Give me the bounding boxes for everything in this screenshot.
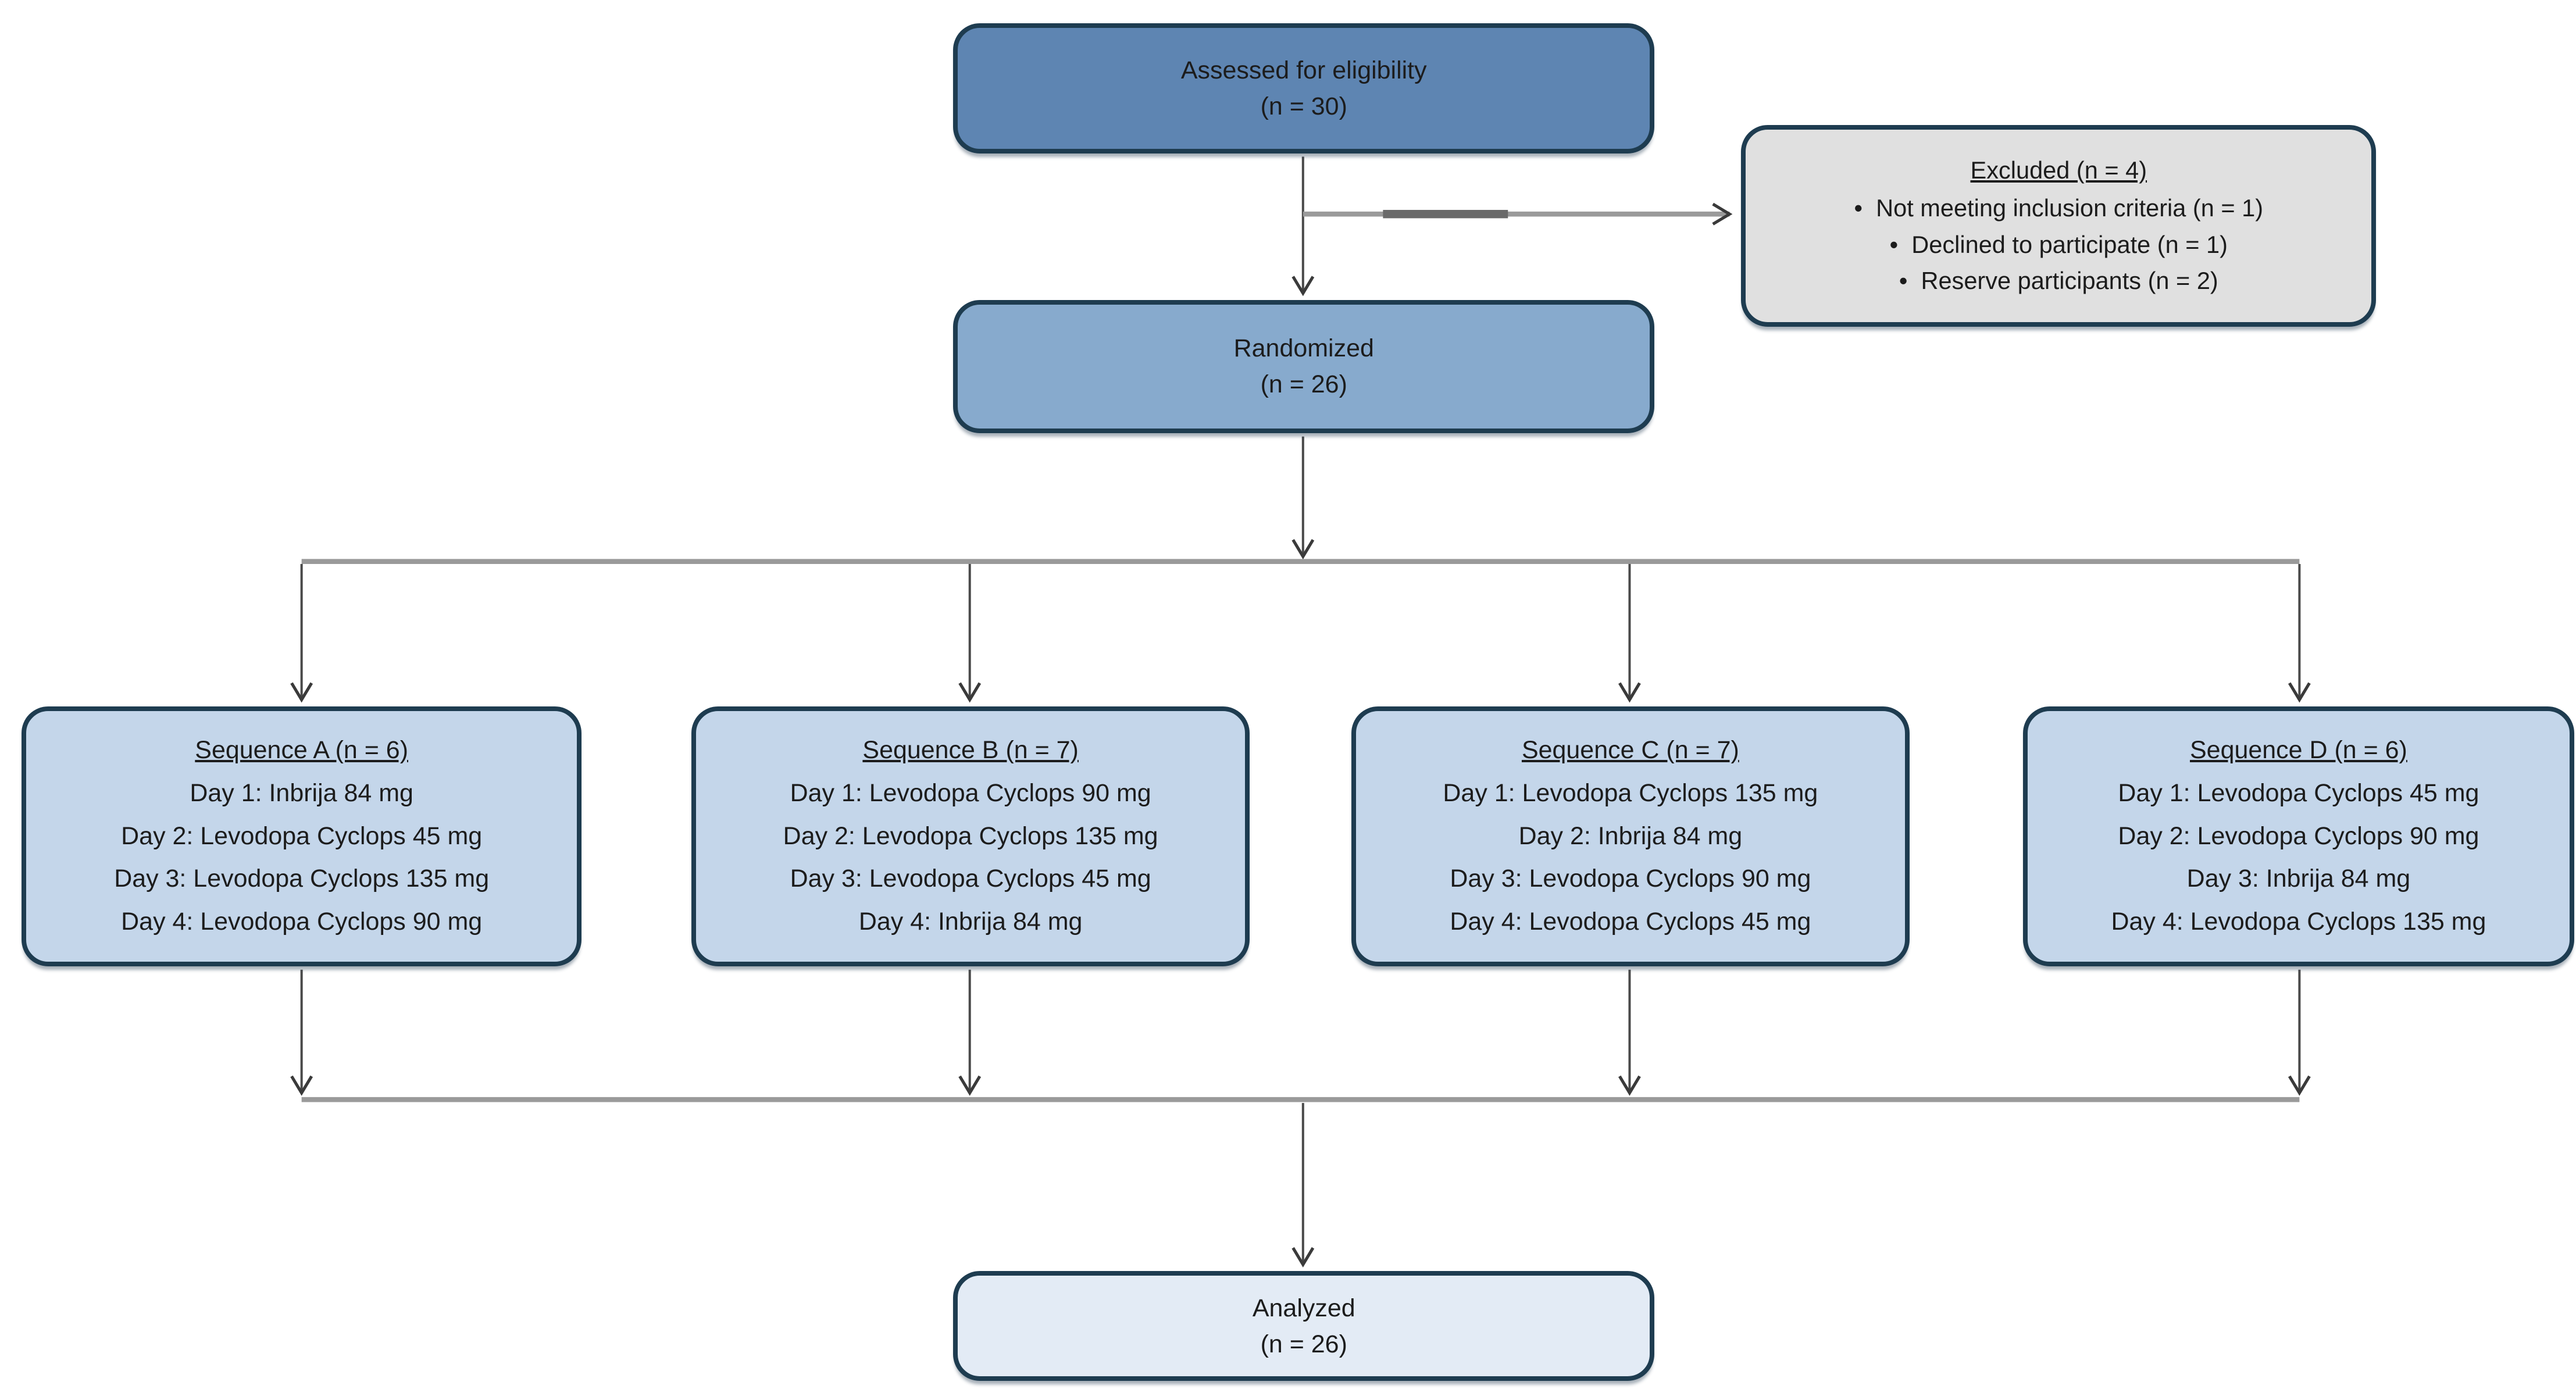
sequence-b-day2: Day 2: Levodopa Cyclops 135 mg bbox=[783, 822, 1158, 850]
sequence-d-day1: Day 1: Levodopa Cyclops 45 mg bbox=[2118, 779, 2479, 807]
excluded-item: Declined to participate (n = 1) bbox=[1759, 227, 2358, 263]
sequence-c-title: Sequence C (n = 7) bbox=[1521, 736, 1739, 764]
excluded-box: Excluded (n = 4) Not meeting inclusion c… bbox=[1741, 124, 2377, 327]
sequence-c-day4: Day 4: Levodopa Cyclops 45 mg bbox=[1450, 908, 1811, 936]
sequence-a-day1: Day 1: Inbrija 84 mg bbox=[190, 779, 413, 807]
sequence-b-day4: Day 4: Inbrija 84 mg bbox=[858, 908, 1083, 936]
sequence-d-title: Sequence D (n = 6) bbox=[2190, 736, 2407, 764]
sequence-a-day3: Day 3: Levodopa Cyclops 135 mg bbox=[114, 865, 490, 893]
randomized-count: (n = 26) bbox=[1260, 370, 1347, 399]
excluded-item: Reserve participants (n = 2) bbox=[1759, 263, 2358, 299]
analyzed-label: Analyzed bbox=[1252, 1294, 1355, 1322]
assessed-box: Assessed for eligibility (n = 30) bbox=[953, 23, 1655, 153]
sequence-a-box: Sequence A (n = 6) Day 1: Inbrija 84 mg … bbox=[22, 706, 582, 966]
sequence-b-title: Sequence B (n = 7) bbox=[862, 736, 1079, 764]
assessed-count: (n = 30) bbox=[1260, 92, 1347, 120]
sequence-d-day4: Day 4: Levodopa Cyclops 135 mg bbox=[2111, 908, 2486, 936]
analyzed-box: Analyzed (n = 26) bbox=[953, 1271, 1655, 1381]
sequence-d-day3: Day 3: Inbrija 84 mg bbox=[2186, 865, 2411, 893]
sequence-c-day3: Day 3: Levodopa Cyclops 90 mg bbox=[1450, 865, 1811, 893]
sequence-b-day1: Day 1: Levodopa Cyclops 90 mg bbox=[790, 779, 1151, 807]
excluded-title: Excluded (n = 4) bbox=[1970, 156, 2147, 184]
sequence-b-day3: Day 3: Levodopa Cyclops 45 mg bbox=[790, 865, 1151, 893]
sequence-a-day2: Day 2: Levodopa Cyclops 45 mg bbox=[121, 822, 483, 850]
sequence-d-day2: Day 2: Levodopa Cyclops 90 mg bbox=[2118, 822, 2479, 850]
sequence-c-box: Sequence C (n = 7) Day 1: Levodopa Cyclo… bbox=[1351, 706, 1910, 966]
excluded-item: Not meeting inclusion criteria (n = 1) bbox=[1759, 190, 2358, 226]
sequence-a-day4: Day 4: Levodopa Cyclops 90 mg bbox=[121, 908, 483, 936]
assessed-label: Assessed for eligibility bbox=[1180, 56, 1427, 84]
randomized-box: Randomized (n = 26) bbox=[953, 299, 1655, 434]
sequence-c-day2: Day 2: Inbrija 84 mg bbox=[1518, 822, 1743, 850]
sequence-b-box: Sequence B (n = 7) Day 1: Levodopa Cyclo… bbox=[691, 706, 1250, 966]
sequence-d-box: Sequence D (n = 6) Day 1: Levodopa Cyclo… bbox=[2022, 706, 2575, 966]
analyzed-count: (n = 26) bbox=[1260, 1330, 1347, 1358]
randomized-label: Randomized bbox=[1233, 334, 1374, 363]
sequence-c-day1: Day 1: Levodopa Cyclops 135 mg bbox=[1443, 779, 1818, 807]
sequence-a-title: Sequence A (n = 6) bbox=[195, 736, 408, 764]
